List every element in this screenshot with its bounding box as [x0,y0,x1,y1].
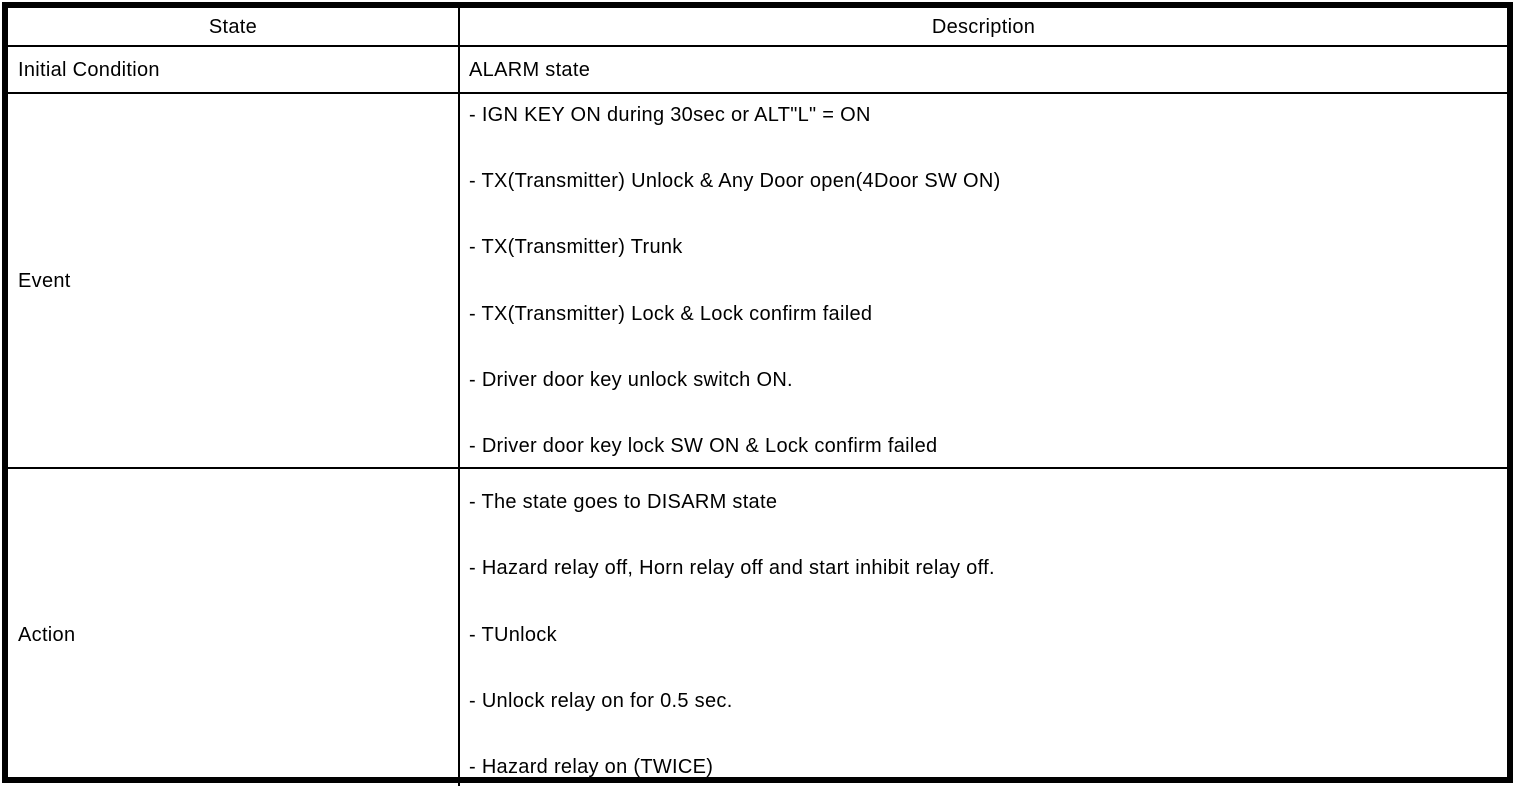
action-item: - Unlock relay on for 0.5 sec. [469,690,733,713]
event-item: - TX(Transmitter) Lock & Lock confirm fa… [469,302,873,325]
event-item: - TX(Transmitter) Trunk [469,236,683,259]
event-item: - TX(Transmitter) Unlock & Any Door open… [469,170,1001,193]
action-description-list: - The state goes to DISARM state - Hazar… [460,469,1507,786]
event-item: - IGN KEY ON during 30sec or ALT"L" = ON [469,103,871,126]
action-item: - TUnlock [469,623,557,646]
event-item: - Driver door key lock SW ON & Lock conf… [469,435,938,458]
column-header-state: State [8,8,460,47]
action-item: - The state goes to DISARM state [469,491,778,514]
column-header-description: Description [460,8,1507,47]
row-label-initial-condition: Initial Condition [8,47,460,94]
event-description-list: - IGN KEY ON during 30sec or ALT"L" = ON… [460,94,1507,469]
action-item: - Hazard relay off, Horn relay off and s… [469,557,995,580]
initial-condition-value: ALARM state [460,47,1507,94]
row-label-action: Action [8,469,460,786]
action-item: - Hazard relay on (TWICE) [469,756,714,779]
row-label-event: Event [8,94,460,469]
event-item: - Driver door key unlock switch ON. [469,368,793,391]
